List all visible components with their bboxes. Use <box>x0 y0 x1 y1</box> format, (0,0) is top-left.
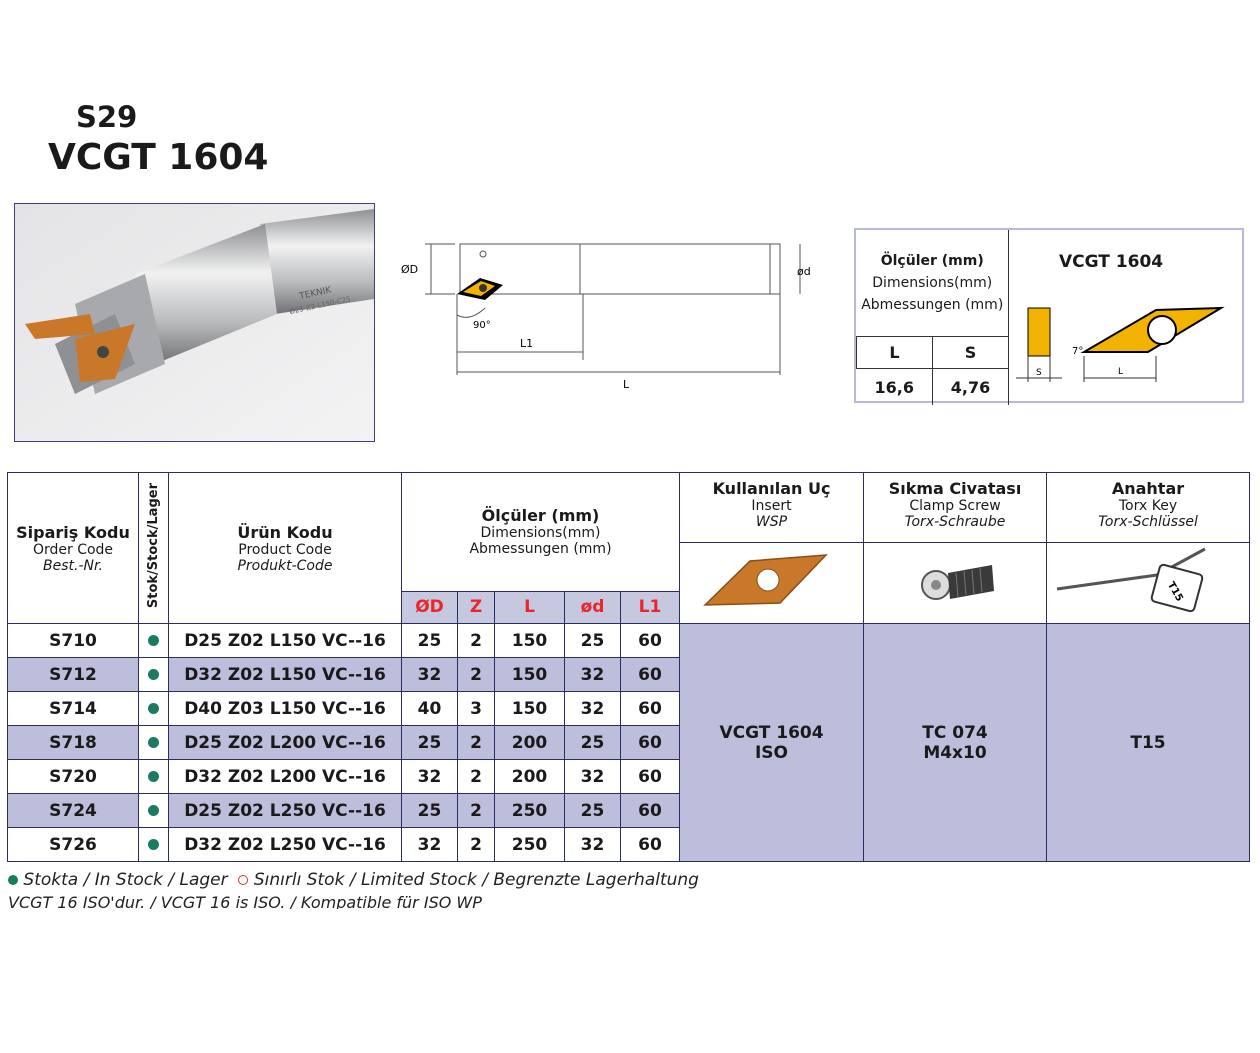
limited-stock-ring-icon <box>238 875 249 885</box>
col-d: ød <box>564 590 621 625</box>
key-value: T15 <box>1046 623 1250 862</box>
in-stock-dot-icon <box>8 875 18 885</box>
screw-image <box>921 565 994 600</box>
order-code-header: Sipariş Kodu Order Code Best.-Nr. <box>7 472 139 624</box>
insert-image <box>703 554 828 606</box>
dim-angle: 90° <box>473 320 491 331</box>
insert-dimensions-box: Ölçüler (mm) Dimensions(mm) Abmessungen … <box>854 228 1244 405</box>
dims-box-title: Ölçüler (mm) <box>880 253 984 269</box>
dims-val-l: 16,6 <box>856 368 933 405</box>
in-stock-dot <box>148 736 159 748</box>
col-L: L <box>494 590 565 625</box>
iso-note: VCGT 16 ISO'dur. / VCGT 16 is ISO. / Kom… <box>8 893 482 909</box>
dims-col-s: S <box>932 336 1009 369</box>
dim-D: ØD <box>401 263 418 276</box>
dim-d: ød <box>797 265 811 278</box>
col-D: ØD <box>401 590 458 625</box>
insert-diagram: S 7° L <box>1016 306 1225 382</box>
in-stock-dot <box>148 804 159 816</box>
col-L1: L1 <box>620 590 680 625</box>
dims-val-s: 4,76 <box>932 368 1009 405</box>
insert-value: VCGT 1604 ISO <box>679 623 864 862</box>
dim-L: L <box>623 378 630 391</box>
torx-key-image: T15 <box>1056 547 1206 613</box>
dims-box-sub2: Abmessungen (mm) <box>861 297 1004 313</box>
insert-l-label: L <box>1118 367 1123 377</box>
insert-s-label: S <box>1036 368 1042 378</box>
product-table: Sipariş Kodu Order Code Best.-Nr. Stok/S… <box>7 472 1250 862</box>
in-stock-dot <box>148 770 159 782</box>
in-stock-dot <box>148 668 159 680</box>
screw-header: Sıkma Civatası Clamp Screw Torx-Schraube <box>863 472 1047 624</box>
in-stock-dot <box>148 838 159 850</box>
col-Z: Z <box>457 590 495 625</box>
insert-header: Kullanılan Uç Insert WSP <box>679 472 864 624</box>
dim-L1: L1 <box>520 337 533 350</box>
dims-box-sub1: Dimensions(mm) <box>872 275 993 291</box>
end-mill-illustration: TEKNIK Ø25-Z2-L150-C25 <box>15 204 374 441</box>
series-title: S29 <box>76 100 138 134</box>
legend-in-stock: Stokta / In Stock / Lager <box>23 870 228 890</box>
product-photo: TEKNIK Ø25-Z2-L150-C25 <box>14 203 375 442</box>
product-code-header: Ürün Kodu Product Code Produkt-Code <box>168 472 402 624</box>
dims-insert-title: VCGT 1604 <box>1059 252 1164 272</box>
dims-col-l: L <box>856 336 933 369</box>
insert-angle-label: 7° <box>1072 346 1083 357</box>
insert-type-title: VCGT 1604 <box>48 137 269 178</box>
in-stock-dot <box>148 634 159 646</box>
legend-limited: Sınırlı Stok / Limited Stock / Begrenzte… <box>253 870 699 890</box>
stock-header: Stok/Stock/Lager <box>138 472 169 624</box>
technical-drawing: ØD ød 90° L1 L <box>395 230 815 400</box>
dimensions-header: Ölçüler (mm) Dimensions(mm) Abmessungen … <box>401 472 680 592</box>
stock-legend: Stokta / In Stock / Lager Sınırlı Stok /… <box>8 870 699 890</box>
in-stock-dot <box>148 702 159 714</box>
screw-value: TC 074 M4x10 <box>863 623 1047 862</box>
key-header: Anahtar Torx Key Torx-Schlüssel T15 <box>1046 472 1250 624</box>
